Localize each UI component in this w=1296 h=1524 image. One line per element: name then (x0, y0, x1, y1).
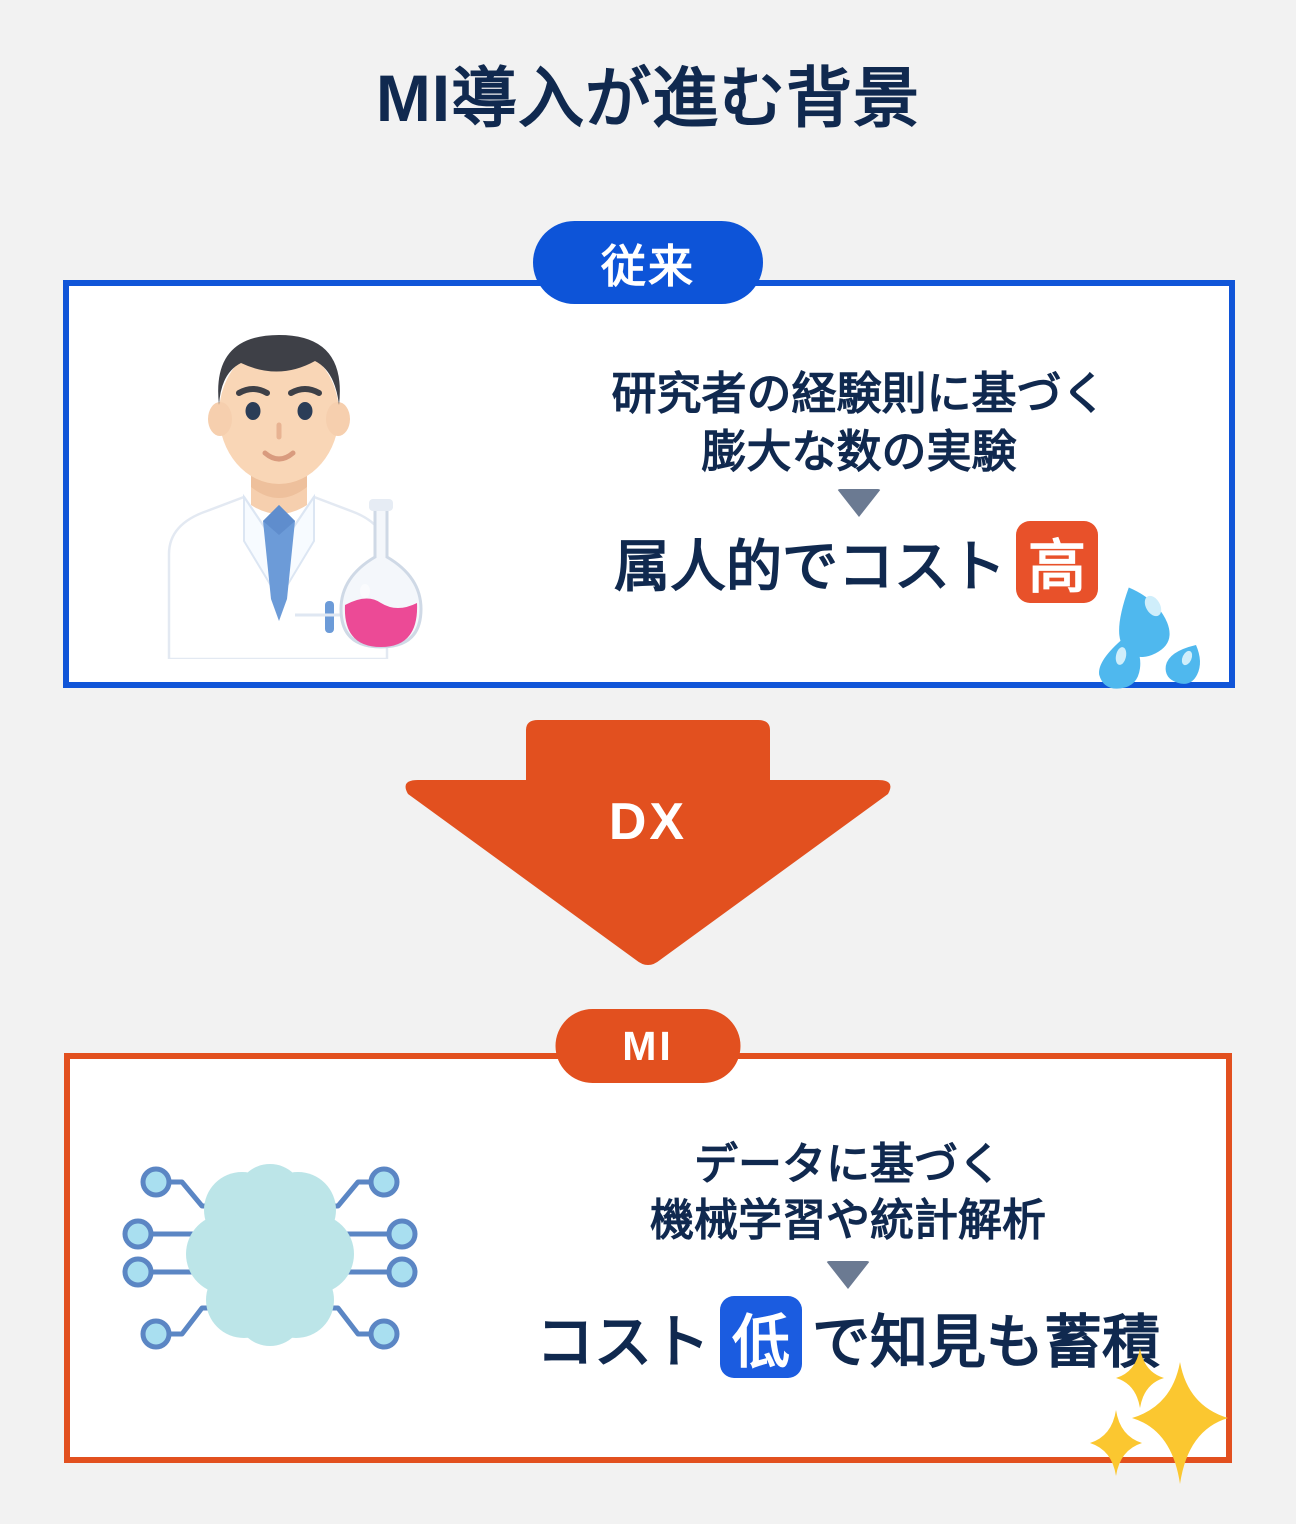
mi-badge: MI (555, 1009, 741, 1083)
page-title: MI導入が進む背景 (375, 61, 921, 135)
cost-low-badge: 低 (720, 1296, 802, 1379)
dx-label: DX (608, 793, 688, 851)
mi-line-1: データに基づく (694, 1139, 1002, 1189)
triangle-down-icon (837, 489, 881, 518)
traditional-conclusion-prefix: 属人的でコスト (614, 534, 1006, 598)
mi-text-column: データに基づく 機械学習や統計解析 コスト 低 で知見も蓄積 (470, 1137, 1226, 1380)
ai-brain-illustration (70, 1059, 470, 1457)
sweat-drops-icon (1099, 587, 1200, 689)
mi-line-2: 機械学習や統計解析 (650, 1196, 1046, 1245)
dx-transition-arrow (405, 720, 891, 965)
traditional-approach-panel: 研究者の経験則に基づく 膨大な数の実験 属人的でコスト 高 (63, 280, 1235, 689)
sparkle-icon (1090, 1348, 1228, 1484)
mi-conclusion: コスト 低 で知見も蓄積 (536, 1295, 1160, 1379)
cost-high-badge: 高 (1016, 521, 1098, 604)
mi-conclusion-prefix: コスト (535, 1310, 710, 1376)
ai-brain-circuit-icon (122, 1164, 418, 1350)
triangle-down-icon (826, 1261, 870, 1290)
scientist-with-flask-icon (167, 335, 423, 659)
traditional-line-2: 膨大な数の実験 (701, 425, 1017, 477)
mi-approach-panel: データに基づく 機械学習や統計解析 コスト 低 で知見も蓄積 (64, 1053, 1232, 1484)
traditional-conclusion: 属人的でコスト 高 (614, 521, 1104, 604)
traditional-line-1: 研究者の経験則に基づく (611, 367, 1107, 419)
scientist-illustration (69, 286, 489, 682)
traditional-badge: 従来 (533, 221, 763, 304)
traditional-text-column: 研究者の経験則に基づく 膨大な数の実験 属人的でコスト 高 (489, 365, 1229, 604)
mi-conclusion-suffix: で知見も蓄積 (812, 1310, 1161, 1376)
